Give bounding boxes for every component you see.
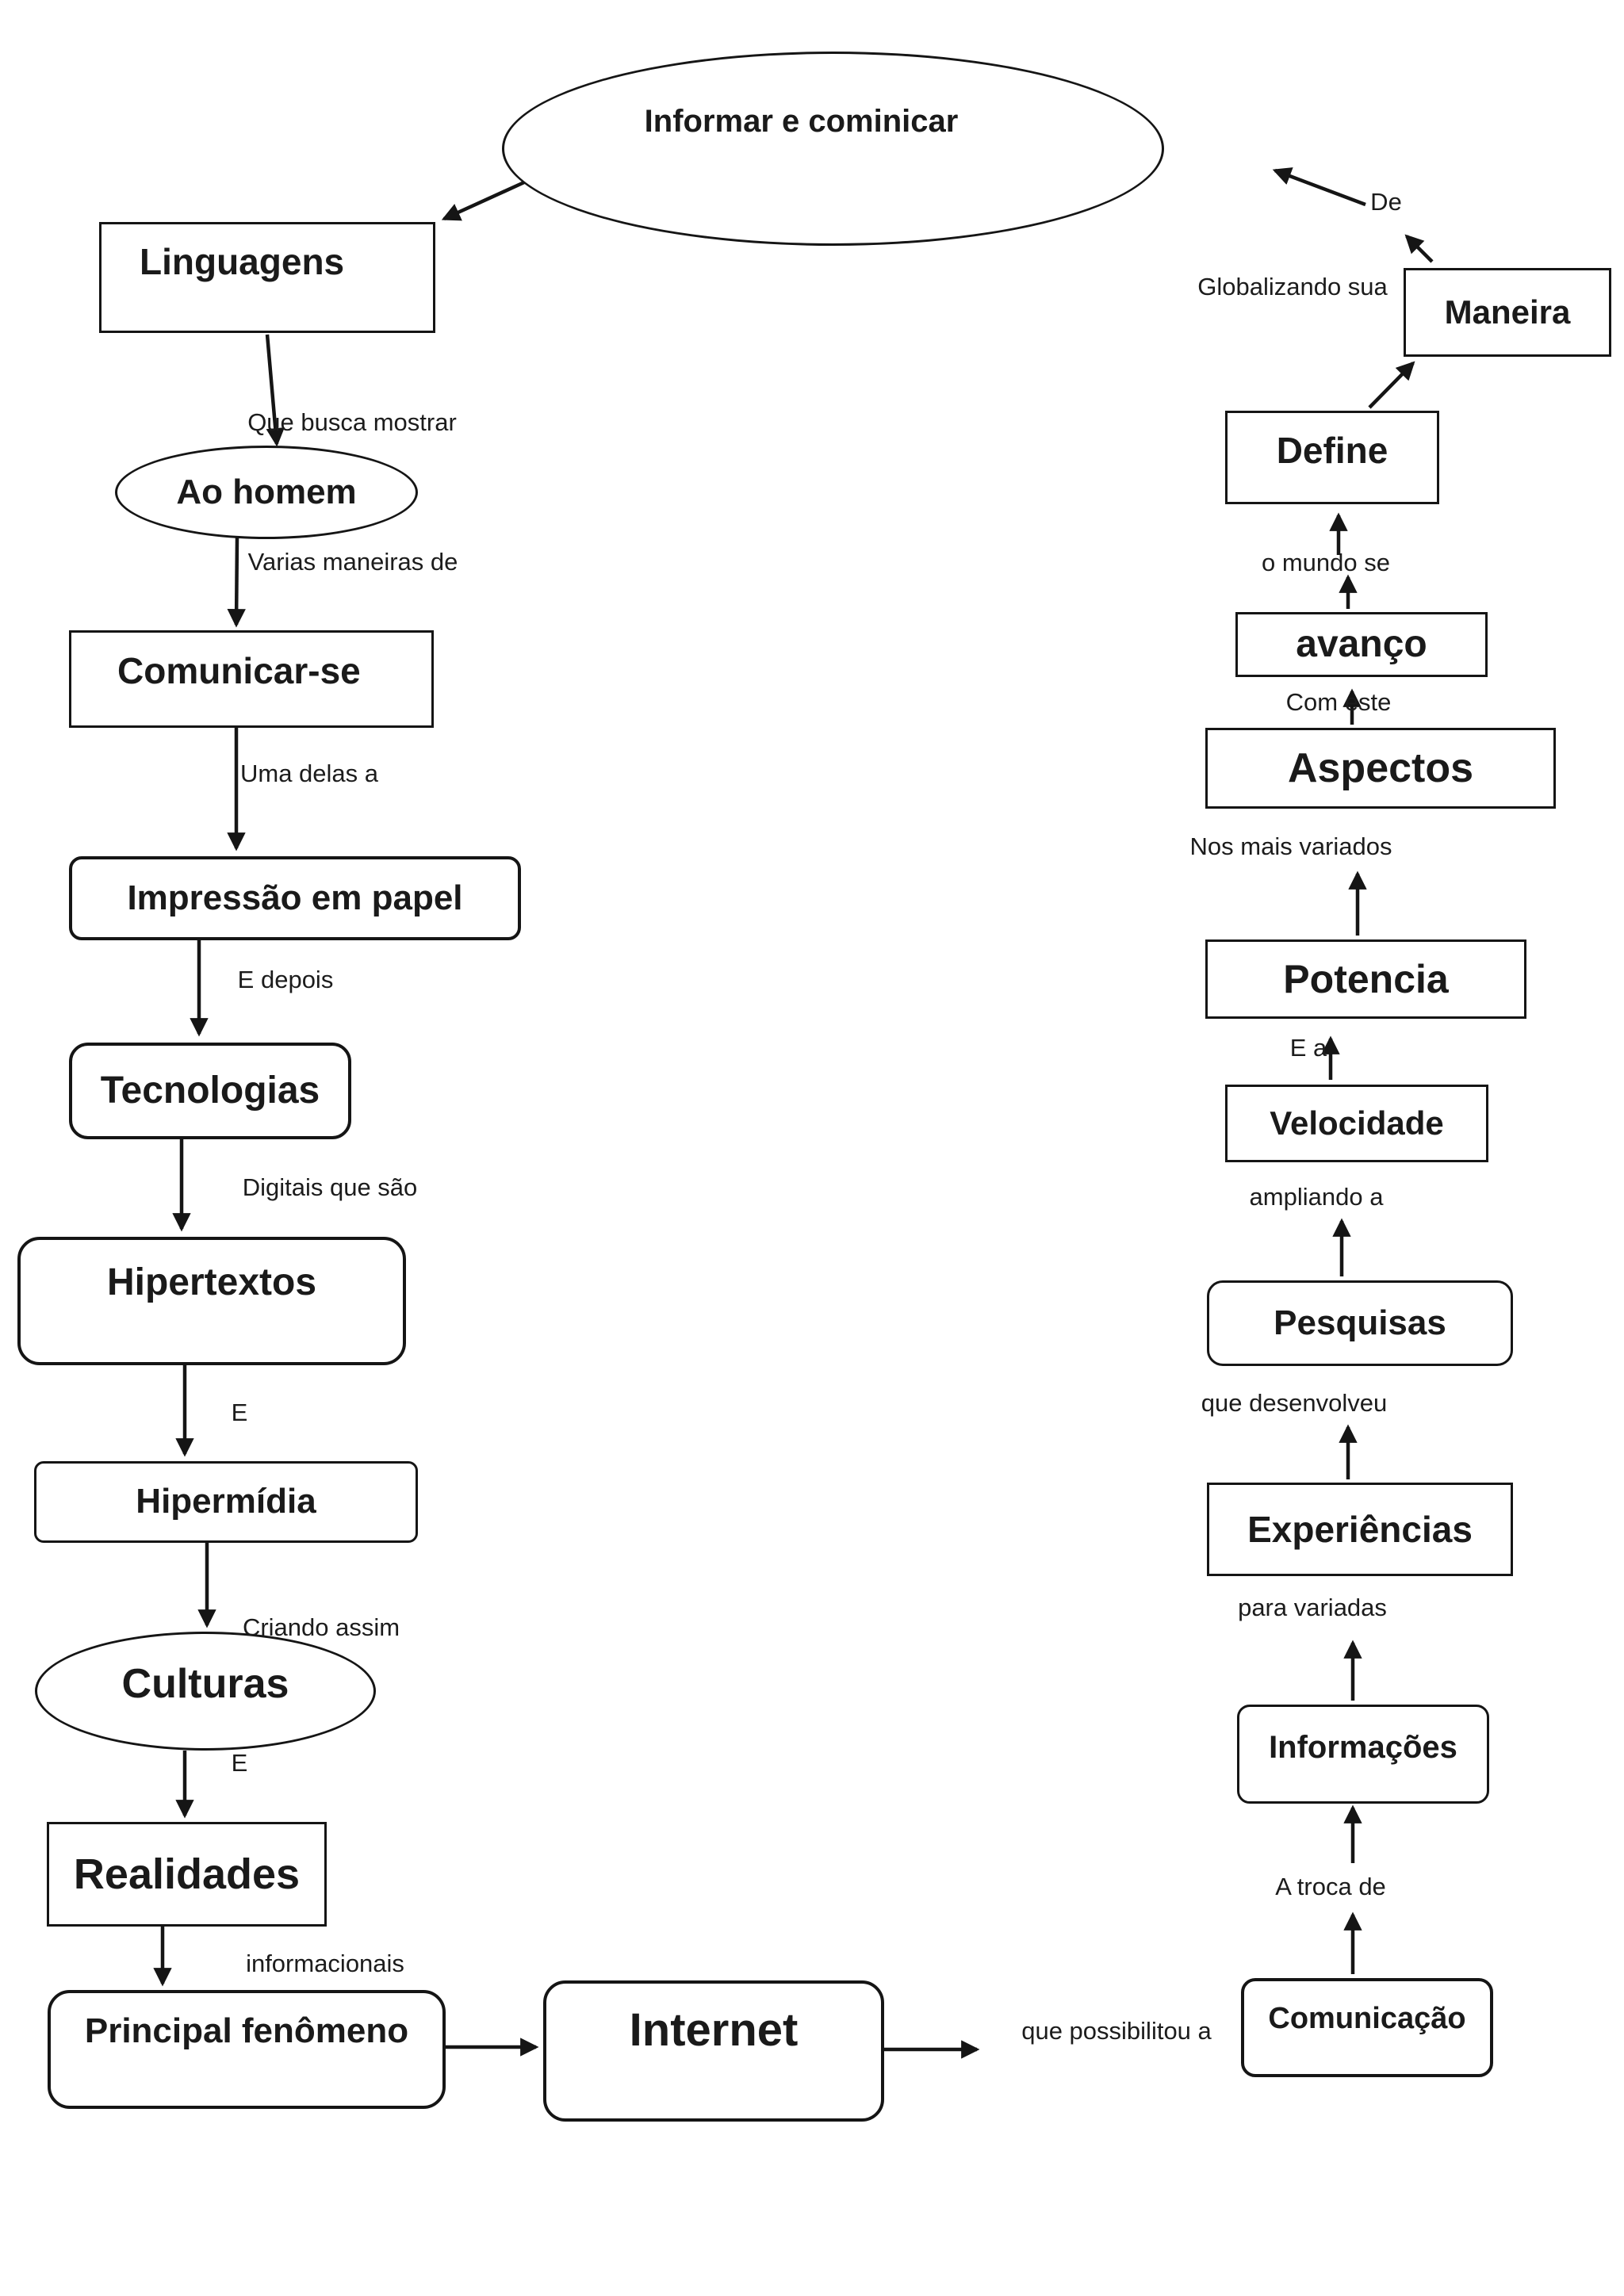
node-linguagens: Linguagens xyxy=(99,222,435,333)
node-avanco: avanço xyxy=(1235,612,1488,677)
edge-label-o-mundo-se: o mundo se xyxy=(1262,549,1390,576)
node-label: Impressão em papel xyxy=(127,878,463,917)
node-label: Culturas xyxy=(121,1660,289,1707)
node-maneira: Maneira xyxy=(1404,268,1611,357)
node-hipermidia: Hipermídia xyxy=(34,1461,418,1543)
edge-label-nos-mais-variados: Nos mais variados xyxy=(1189,832,1392,860)
node-culturas: Culturas xyxy=(35,1632,376,1751)
node-label: Experiências xyxy=(1247,1508,1473,1550)
node-label: Hipertextos xyxy=(106,1261,317,1303)
node-label: Aspectos xyxy=(1287,744,1474,791)
node-label: Hipermídia xyxy=(136,1482,316,1521)
node-comunicar-se: Comunicar-se xyxy=(69,630,434,728)
node-experiencias: Experiências xyxy=(1207,1483,1513,1576)
node-label: Informar e cominicar xyxy=(644,103,959,139)
edge-label-globalizando: Globalizando sua xyxy=(1197,273,1388,300)
node-label: Comunicar-se xyxy=(117,650,361,692)
arrow-root-to-linguagens xyxy=(441,180,525,221)
node-aspectos: Aspectos xyxy=(1205,728,1556,809)
edge-label-varias-maneiras: Varias maneiras de xyxy=(247,548,458,576)
node-label: Define xyxy=(1276,429,1388,471)
node-label: Principal fenômeno xyxy=(84,2011,409,2050)
node-label: Realidades xyxy=(73,1850,301,1898)
edge-label-que-busca-mostrar: Que busca mostrar xyxy=(247,408,457,436)
arrow-maneira-to-de xyxy=(1404,234,1434,263)
node-principal-fenomeno: Principal fenômeno xyxy=(48,1990,446,2109)
node-label: Ao homem xyxy=(176,472,357,511)
node-label: Pesquisas xyxy=(1274,1303,1446,1342)
arrow-aohomem-to-comunicarse xyxy=(227,537,246,628)
node-label: Linguagens xyxy=(140,240,345,282)
node-label: Velocidade xyxy=(1270,1104,1444,1142)
edge-label-com-este: Com este xyxy=(1285,688,1392,716)
node-impressao-em-papel: Impressão em papel xyxy=(69,856,521,940)
edge-label-criando-assim: Criando assim xyxy=(242,1613,400,1641)
node-label: Tecnologias xyxy=(100,1069,320,1112)
edge-label-que-possibilitou: que possibilitou a xyxy=(1021,2017,1212,2045)
arrow-define-to-maneira xyxy=(1368,361,1415,409)
edge-label-a-troca-de: A troca de xyxy=(1275,1873,1386,1900)
node-label: Maneira xyxy=(1444,293,1571,331)
node-ao-homem: Ao homem xyxy=(115,446,418,539)
arrow-de-to-root xyxy=(1272,167,1366,207)
node-label: Informações xyxy=(1269,1729,1457,1765)
node-velocidade: Velocidade xyxy=(1225,1085,1488,1162)
node-root: Informar e cominicar xyxy=(502,52,1164,246)
node-tecnologias: Tecnologias xyxy=(69,1043,351,1139)
edge-label-uma-delas: Uma delas a xyxy=(239,760,379,787)
edge-label-e-a: E a xyxy=(1289,1034,1327,1062)
node-label: Internet xyxy=(629,2003,799,2056)
node-realidades: Realidades xyxy=(47,1822,327,1927)
edge-label-que-desenvolveu: que desenvolveu xyxy=(1201,1389,1388,1417)
edge-label-para-variadas: para variadas xyxy=(1238,1594,1387,1621)
edge-label-e2: E xyxy=(231,1749,248,1777)
edge-label-de: De xyxy=(1370,188,1402,216)
node-informacoes: Informações xyxy=(1237,1705,1489,1804)
node-label: avanço xyxy=(1296,622,1427,665)
edge-label-e1: E xyxy=(231,1399,248,1426)
node-potencia: Potencia xyxy=(1205,939,1526,1019)
node-comunicacao: Comunicação xyxy=(1241,1978,1493,2077)
node-internet: Internet xyxy=(543,1980,884,2122)
node-pesquisas: Pesquisas xyxy=(1207,1280,1513,1366)
edge-label-informacionais: informacionais xyxy=(246,1950,404,1977)
edge-label-digitais: Digitais que são xyxy=(242,1173,418,1201)
node-define: Define xyxy=(1225,411,1439,504)
edge-label-e-depois: E depois xyxy=(237,966,334,993)
edge-label-ampliando: ampliando a xyxy=(1249,1183,1384,1211)
node-hipertextos: Hipertextos xyxy=(17,1237,406,1365)
arrow-linguagens-to-aohomem xyxy=(265,334,285,447)
node-label: Potencia xyxy=(1283,956,1449,1001)
node-label: Comunicação xyxy=(1268,2001,1466,2035)
